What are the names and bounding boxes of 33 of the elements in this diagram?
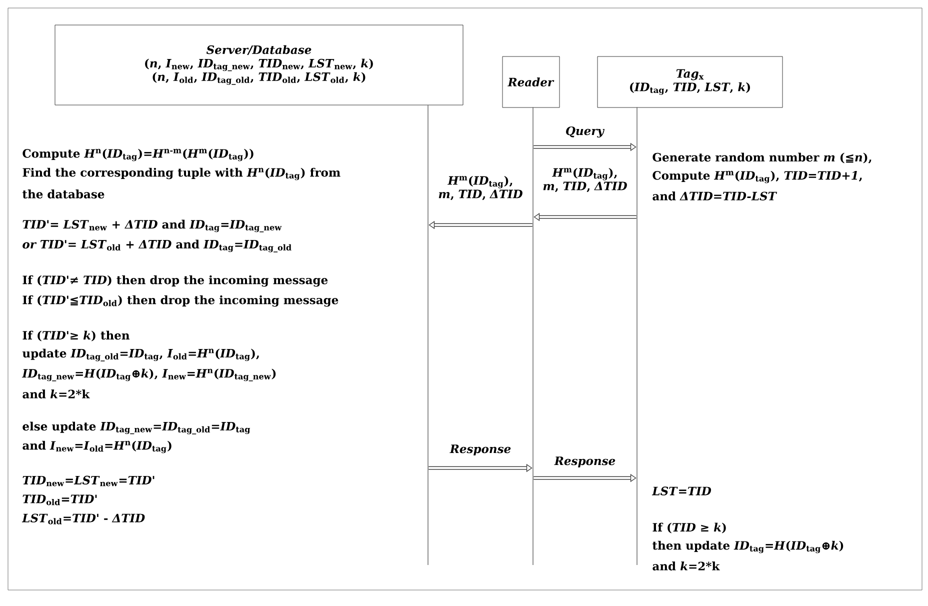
- protocol-step: If (TID'≦TID$_{old}$) then drop the incoming message: [22, 295, 338, 307]
- protocol-step: ID$_{tag_new}$=H(ID$_{tag}$⊕k), I$_{new}$=H$^{n}$(ID$_{tag_new}$): [22, 368, 276, 382]
- protocol-step: or TID'= LST$_{old}$ + ΔTID and ID$_{tag}$=ID$_{tag_old}$: [22, 240, 292, 252]
- protocol-step: Find the corresponding tuple with H$^{n}$(ID$_{tag}$) from: [22, 168, 340, 180]
- protocol-step: If (TID'≥ k) then: [22, 330, 130, 342]
- protocol-step: Compute H$^{m}$(ID$_{tag}$), TID=TID+1,: [652, 170, 862, 184]
- protocol-step: LST=TID: [652, 486, 712, 496]
- protocol-step: If (TID ≥ k): [652, 522, 726, 534]
- protocol-step: TID$_{old}$=TID': [22, 494, 97, 506]
- protocol-step: then update ID$_{tag}$=H(ID$_{tag}$⊕k): [652, 540, 844, 554]
- protocol-step: and I$_{new}$=I$_{old}$=H$^{n}$(ID$_{tag}$): [22, 440, 172, 454]
- protocol-step: Generate random number m (≦n),: [652, 152, 872, 164]
- message-label: Query: [566, 126, 605, 138]
- lifeline: [636, 107, 638, 565]
- protocol-step: LST$_{old}$=TID' - ΔTID: [22, 514, 145, 524]
- participant-box: Server/Database (n, I$_{new}$, ID$_{tag_new}$, TID$_{new}$, LST$_{new}$, k) (n, I$_{old}$, ID$_{tag_old}$, TID$_{old}$, LST$_{old}$, k): [54, 24, 464, 106]
- participant-box: Tag$_{x}$ (ID$_{tag}$, TID, LST, k): [597, 56, 783, 108]
- protocol-step: else update ID$_{tag_new}$=ID$_{tag_old}$=ID$_{tag}$: [22, 422, 250, 434]
- protocol-step: If (TID'≠ TID) then drop the incoming message: [22, 275, 328, 287]
- message-label: H$^{m}$(ID$_{tag}$), m, TID, ΔTID: [543, 168, 627, 192]
- protocol-step: TID$_{new}$=LST$_{new}$=TID': [22, 476, 154, 486]
- message-label: Response: [554, 456, 616, 468]
- protocol-step: Compute H$^{n}$(ID$_{tag}$)=H$^{n-m}$(H$^{m}$(ID$_{tag}$)): [22, 148, 254, 162]
- protocol-step: and k=2*k: [652, 562, 720, 570]
- message-label: H$^{m}$(ID$_{tag}$), m, TID, ΔTID: [438, 176, 522, 200]
- protocol-step: the database: [22, 190, 104, 198]
- protocol-step: and k=2*k: [22, 390, 90, 398]
- protocol-step: and ΔTID=TID-LST: [652, 192, 778, 200]
- participant-box: Reader: [502, 56, 560, 108]
- message-label: Response: [450, 444, 511, 456]
- lifeline: [532, 107, 534, 565]
- protocol-step: TID'= LST$_{new}$ + ΔTID and ID$_{tag}$=ID$_{tag_new}$: [22, 220, 282, 232]
- protocol-step: update ID$_{tag_old}$=ID$_{tag}$, I$_{old}$=H$^{n}$(ID$_{tag}$),: [22, 348, 259, 362]
